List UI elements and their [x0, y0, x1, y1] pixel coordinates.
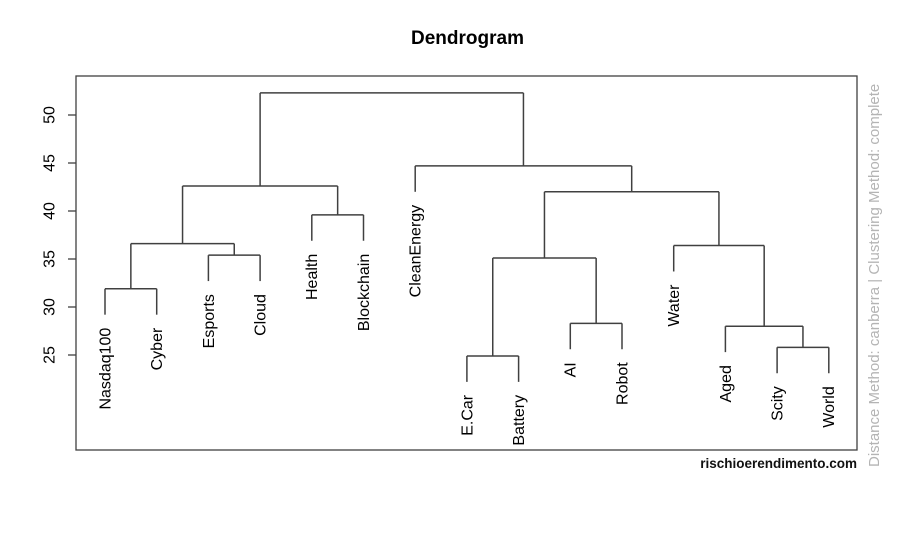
plot-frame	[75, 75, 858, 451]
leaf-label-blockchain: Blockchain	[356, 254, 373, 331]
leaf-label-e-car: E.Car	[459, 394, 476, 436]
leaf-label-world: World	[821, 386, 838, 428]
leaf-label-cyber: Cyber	[149, 327, 166, 370]
leaf-label-ai: AI	[563, 362, 580, 377]
axis-tick-label: 30	[42, 298, 59, 316]
leaf-label-water: Water	[666, 284, 683, 327]
leaf-label-nasdaq100: Nasdaq100	[97, 328, 114, 410]
axis-tick-label: 35	[42, 250, 59, 268]
axis-tick-label: 25	[42, 346, 59, 364]
axis-tick-label: 40	[42, 202, 59, 220]
methods-note: Distance Method: canberra | Clustering M…	[866, 83, 883, 467]
leaf-label-scity: Scity	[770, 386, 787, 421]
leaf-label-cloud: Cloud	[253, 294, 270, 336]
axis-tick-label: 45	[42, 154, 59, 172]
leaf-label-battery: Battery	[511, 395, 528, 446]
leaf-label-cleanenergy: CleanEnergy	[408, 205, 425, 297]
chart-title: Dendrogram	[411, 28, 524, 49]
leaf-label-aged: Aged	[718, 365, 735, 402]
watermark-text: rischioerendimento.com	[700, 456, 857, 471]
leaf-label-esports: Esports	[201, 294, 218, 348]
axis-tick-label: 50	[42, 106, 59, 124]
leaf-label-robot: Robot	[614, 362, 631, 405]
leaf-label-health: Health	[304, 254, 321, 300]
